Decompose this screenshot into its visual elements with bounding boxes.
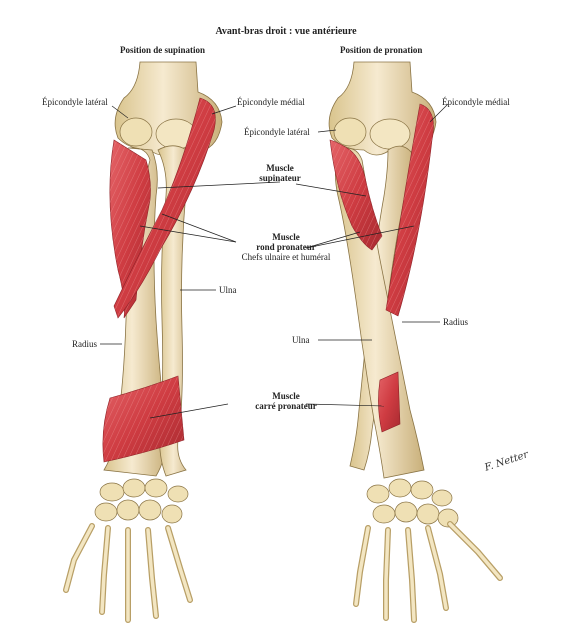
pronator-teres-label-line2: rond pronateur [256, 242, 316, 252]
pronation-ulna-label: Ulna [292, 335, 310, 345]
pronation-lateral-epicondyle-label: Épicondyle latéral [244, 127, 310, 137]
pronation-medial-epicondyle-label: Épicondyle médial [442, 97, 510, 107]
supination-heading: Position de supination [120, 45, 206, 55]
capitulum-pronation [333, 117, 367, 147]
hand-bones-pronation [353, 521, 503, 623]
supinator-label-line2: supinateur [259, 173, 301, 183]
pronation-heading: Position de pronation [340, 45, 423, 55]
supinator-fibers-pronation [330, 140, 382, 250]
supination-panel [63, 61, 223, 623]
pronation-panel [328, 61, 503, 623]
supination-medial-epicondyle-label: Épicondyle médial [237, 97, 305, 107]
pronator-quadratus-label-line1: Muscle [272, 391, 300, 401]
pronator-teres-heads-label: Chefs ulnaire et huméral [241, 252, 331, 262]
pronator-teres-fibers-supination [114, 98, 216, 318]
pronator-teres-fibers-pronation [386, 104, 434, 316]
leader-lines [100, 103, 449, 419]
carpal-bones-pronation [366, 478, 459, 528]
hand-bones-highlight-supination [64, 524, 192, 622]
figure-title: Avant-bras droit : vue antérieure [215, 26, 357, 37]
pronator-quadratus-fibers-supination [102, 376, 184, 462]
supination-ulna-label: Ulna [219, 285, 237, 295]
carpal-bones-supination [94, 478, 189, 524]
supinator-label-line1: Muscle [266, 163, 294, 173]
supination-lateral-epicondyle-label: Épicondyle latéral [42, 97, 108, 107]
supination-radius-label: Radius [72, 339, 98, 349]
pronator-quadratus-muscle-pronation [378, 371, 401, 433]
supinator-fibers-supination [109, 140, 151, 318]
pronator-quadratus-label-line2: carré pronateur [255, 401, 317, 411]
capitulum-supination [119, 117, 153, 147]
pronator-teres-label-line1: Muscle [272, 232, 300, 242]
hand-bones-highlight-pronation [354, 522, 502, 622]
trochlea-pronation [369, 118, 411, 150]
pronation-radius-label: Radius [443, 317, 469, 327]
